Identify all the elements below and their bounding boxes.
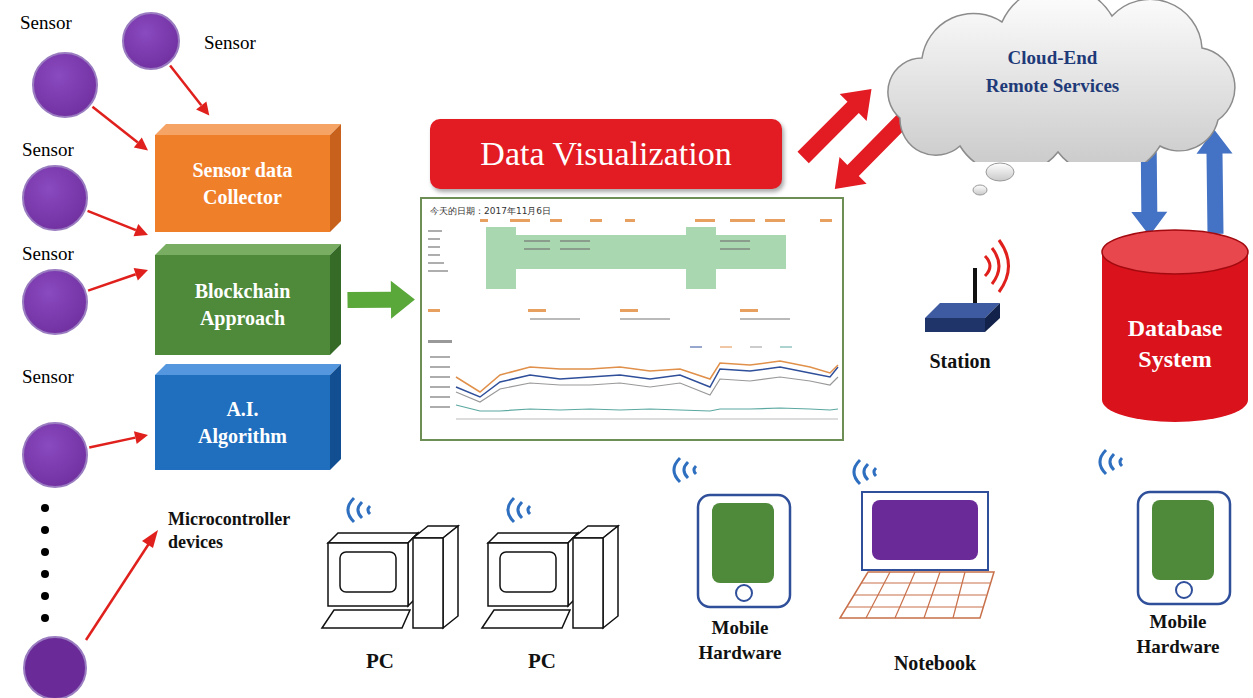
database-cylinder: Database System bbox=[1100, 228, 1250, 424]
block-arrow bbox=[347, 281, 415, 319]
arrow-line bbox=[88, 211, 136, 230]
sensor-circle: Sensor bbox=[122, 12, 180, 70]
panel-heading: Data Visualization bbox=[430, 119, 782, 189]
arrow-head bbox=[134, 268, 148, 280]
arrow-head bbox=[134, 431, 148, 444]
process-box: A.I. Algorithm bbox=[155, 375, 330, 470]
arrow-head bbox=[196, 101, 209, 115]
sensor-circle: Sensor bbox=[32, 52, 98, 118]
device-label: Microcontroller devices bbox=[168, 508, 308, 555]
device-label: Mobile Hardware bbox=[680, 616, 800, 665]
device-label: Notebook bbox=[870, 650, 1000, 676]
device-label: Station bbox=[900, 348, 1020, 374]
sensor-circle: Sensor bbox=[22, 269, 88, 335]
sensor-arrow bbox=[89, 431, 148, 447]
box-text: Sensor data Collector bbox=[170, 157, 315, 211]
sensor-label: Sensor bbox=[20, 12, 72, 34]
sensor-label: Sensor bbox=[22, 366, 74, 388]
sensor-arrow bbox=[88, 268, 148, 291]
arrow-line bbox=[92, 107, 137, 143]
arrow-line bbox=[88, 274, 136, 290]
device-label: PC bbox=[502, 648, 582, 675]
cloud-shape: Cloud-End Remote Services bbox=[860, 0, 1245, 162]
sensor-arrow bbox=[92, 107, 148, 151]
arrow-head bbox=[134, 224, 149, 236]
sensor-circle: Sensor bbox=[22, 422, 88, 488]
box-text: A.I. Algorithm bbox=[187, 396, 298, 450]
box-text: Blockchain Approach bbox=[170, 278, 315, 332]
device-label: PC bbox=[340, 648, 420, 675]
arrow-line bbox=[89, 438, 135, 448]
block-arrow bbox=[1131, 151, 1167, 236]
arrow-line bbox=[170, 65, 201, 105]
dashboard-panel: Data Visualization今天的日期：2017年11月6日 bbox=[420, 197, 844, 441]
sensor-label: Sensor bbox=[22, 243, 74, 265]
dashboard-date: 今天的日期：2017年11月6日 bbox=[430, 205, 551, 218]
device-label: Mobile Hardware bbox=[1118, 610, 1238, 659]
cloud-text: Cloud-End Remote Services bbox=[975, 44, 1131, 99]
process-box: Sensor data Collector bbox=[155, 135, 330, 232]
sensor-label: Sensor bbox=[204, 32, 256, 54]
database-text: Database System bbox=[1109, 313, 1241, 375]
arrow-head bbox=[134, 137, 148, 150]
sensor-label: Sensor bbox=[22, 139, 74, 161]
sensor-arrow bbox=[88, 211, 148, 236]
block-arrow bbox=[1197, 130, 1233, 234]
process-box: Blockchain Approach bbox=[155, 255, 330, 355]
sensor-arrow bbox=[170, 65, 209, 115]
sensor-circle: Sensor bbox=[22, 165, 88, 231]
